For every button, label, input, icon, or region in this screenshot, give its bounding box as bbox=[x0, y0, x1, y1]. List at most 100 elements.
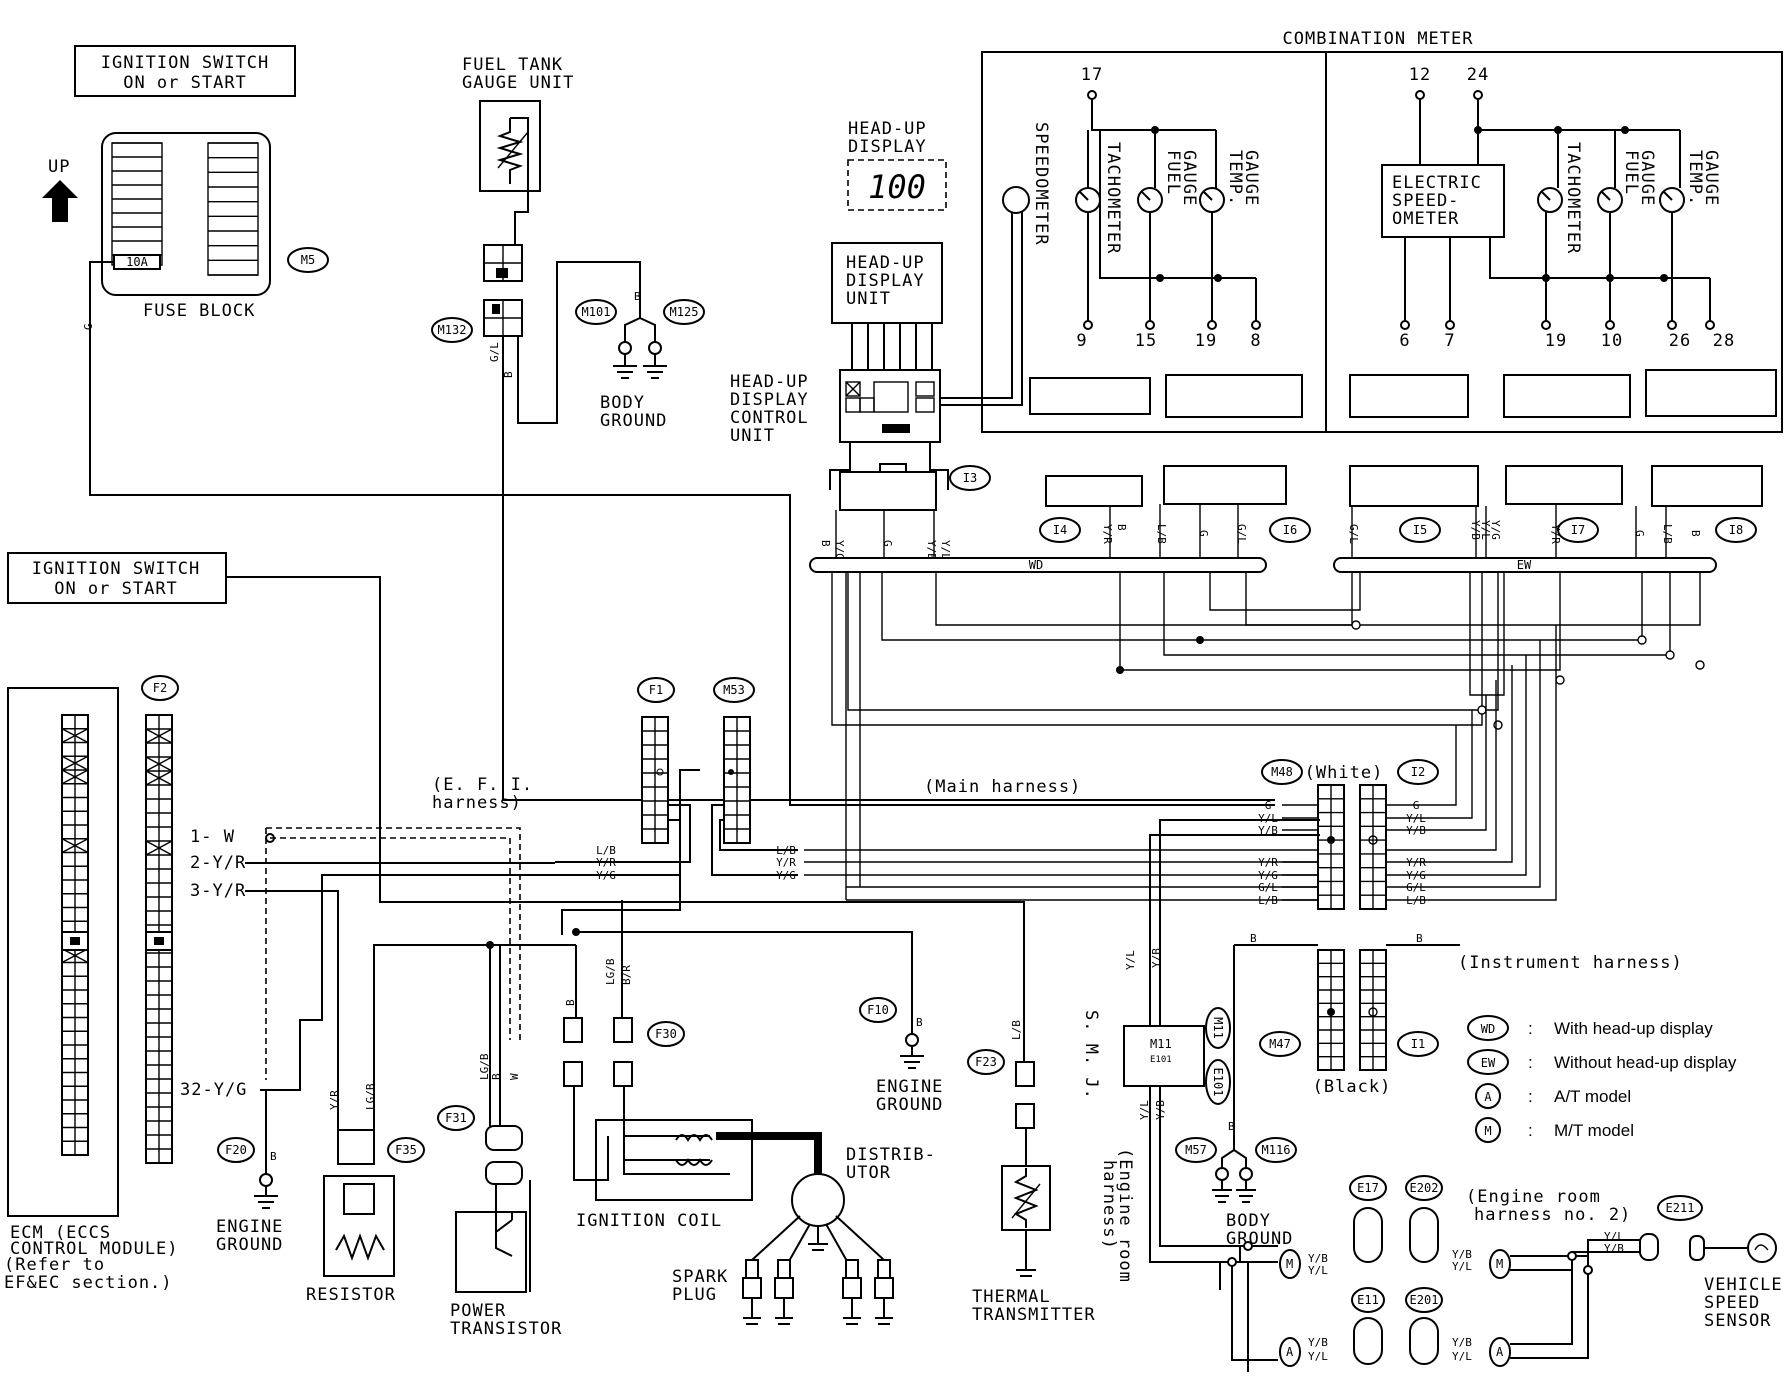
svg-text:I5: I5 bbox=[1413, 523, 1427, 537]
svg-text:B: B bbox=[564, 999, 577, 1006]
svg-text:32-Y/G: 32-Y/G bbox=[180, 1080, 247, 1100]
svg-text:Y/L: Y/L bbox=[1604, 1230, 1624, 1243]
svg-text::: : bbox=[1528, 1087, 1533, 1106]
power-transistor: F31 POWER TRANSISTOR LG/B B W bbox=[437, 1053, 561, 1339]
svg-text:A: A bbox=[1286, 1345, 1294, 1359]
svg-text:E101: E101 bbox=[1211, 1068, 1225, 1097]
svg-text:B/R: B/R bbox=[620, 965, 633, 985]
svg-text:L/B: L/B bbox=[1155, 524, 1168, 544]
svg-text:F1: F1 bbox=[649, 683, 663, 697]
legend-item: EW:Without head-up display bbox=[1467, 1049, 1737, 1075]
svg-text:GROUND: GROUND bbox=[876, 1095, 943, 1115]
svg-text:B: B bbox=[1250, 932, 1257, 945]
svg-text:I7: I7 bbox=[1571, 523, 1585, 537]
svg-text:UNIT: UNIT bbox=[846, 289, 891, 309]
svg-text:B: B bbox=[490, 1073, 503, 1080]
svg-text:FUEL: FUEL bbox=[1163, 150, 1183, 195]
svg-text:LG/B: LG/B bbox=[604, 958, 617, 985]
svg-text:FUSE BLOCK: FUSE BLOCK bbox=[143, 301, 255, 321]
svg-text:F20: F20 bbox=[225, 1143, 247, 1157]
svg-text:M: M bbox=[1484, 1124, 1491, 1138]
svg-text:A: A bbox=[1496, 1345, 1504, 1359]
ew-harness-bar: EW bbox=[1333, 557, 1717, 573]
svg-text:S. M. J.: S. M. J. bbox=[1081, 1010, 1101, 1100]
svg-text:ON or START: ON or START bbox=[123, 73, 247, 93]
svg-text:M116: M116 bbox=[1262, 1143, 1291, 1157]
svg-text:17: 17 bbox=[1081, 65, 1103, 85]
svg-text:HEAD-UP: HEAD-UP bbox=[730, 372, 809, 392]
wire-hud-i3 bbox=[829, 442, 851, 490]
svg-text:10: 10 bbox=[1601, 331, 1623, 351]
svg-text::: : bbox=[1528, 1019, 1533, 1038]
wd-harness-bar: WD bbox=[809, 557, 1267, 573]
svg-text:harness): harness) bbox=[1099, 1160, 1119, 1250]
svg-text:G: G bbox=[1633, 530, 1646, 537]
svg-text:LG/B: LG/B bbox=[364, 1083, 377, 1110]
svg-text:B: B bbox=[916, 1016, 923, 1029]
svg-text:GROUND: GROUND bbox=[216, 1235, 283, 1255]
up-arrow-icon: UP bbox=[42, 157, 78, 222]
connector-I7: I7 bbox=[1505, 465, 1623, 543]
svg-text:F30: F30 bbox=[655, 1027, 677, 1041]
svg-text:M101: M101 bbox=[582, 305, 611, 319]
ecm-pin-wires: 1- W 2-Y/R 3-Y/R 32-Y/G bbox=[180, 827, 555, 1140]
i-connector-links bbox=[835, 504, 1667, 558]
svg-text:LG/B: LG/B bbox=[478, 1053, 491, 1080]
svg-text:E101: E101 bbox=[1150, 1055, 1172, 1065]
legend-item: M:M/T model bbox=[1475, 1117, 1634, 1143]
svg-text:GAUGE: GAUGE bbox=[1637, 150, 1657, 206]
svg-text:9: 9 bbox=[1076, 331, 1087, 351]
ecm: ECM (ECCS CONTROL MODULE) (Refer to EF&E… bbox=[4, 687, 178, 1293]
svg-text:CONTROL: CONTROL bbox=[730, 408, 809, 428]
svg-text:M47: M47 bbox=[1269, 1037, 1291, 1051]
svg-text:E11: E11 bbox=[1357, 1293, 1379, 1307]
svg-text::: : bbox=[1528, 1053, 1533, 1072]
spark-plugs bbox=[742, 1259, 894, 1325]
svg-text:M5: M5 bbox=[301, 253, 315, 267]
vss-area: M A E17 E202 Y/B Y/L Y/B Y/L E11 E201 Y/… bbox=[1220, 1175, 1782, 1372]
svg-text:Y/B: Y/B bbox=[925, 540, 938, 560]
svg-text:SPARK: SPARK bbox=[672, 1267, 728, 1287]
legend-item: WD:With head-up display bbox=[1467, 1015, 1713, 1041]
legend-item: A:A/T model bbox=[1475, 1083, 1631, 1109]
svg-text:10A: 10A bbox=[126, 255, 148, 269]
head-up-display: HEAD-UP DISPLAY 100 HEAD-UP DISPLAY UNIT… bbox=[730, 119, 947, 446]
fuse-block: 10A FUSE BLOCK bbox=[101, 132, 271, 321]
svg-text:12: 12 bbox=[1409, 65, 1431, 85]
svg-text:FUEL TANK: FUEL TANK bbox=[462, 55, 563, 75]
svg-text:harness no. 2): harness no. 2) bbox=[1474, 1205, 1631, 1225]
distributor: DISTRIB- UTOR bbox=[751, 1145, 935, 1271]
svg-text:Y/B: Y/B bbox=[1452, 1336, 1472, 1349]
connector-I8: I8 bbox=[1651, 465, 1763, 543]
svg-text:15: 15 bbox=[1135, 331, 1157, 351]
connector-F2: F2 bbox=[141, 675, 179, 1164]
svg-text:DISPLAY: DISPLAY bbox=[848, 137, 927, 157]
svg-text:M: M bbox=[1496, 1257, 1503, 1271]
svg-text:I6: I6 bbox=[1283, 523, 1297, 537]
connector-I3: I3 bbox=[839, 463, 991, 511]
svg-text:M48: M48 bbox=[1271, 765, 1293, 779]
svg-text:WD: WD bbox=[1481, 1022, 1495, 1036]
svg-text:EW: EW bbox=[1517, 558, 1532, 572]
svg-text:Without head-up display: Without head-up display bbox=[1554, 1053, 1737, 1072]
svg-text:SPEEDOMETER: SPEEDOMETER bbox=[1031, 122, 1051, 246]
ignition-switch-top: IGNITION SWITCH ON or START bbox=[74, 45, 296, 97]
svg-text:B: B bbox=[1228, 1120, 1235, 1133]
engine-ground-left: F20 ENGINE GROUND B bbox=[216, 1137, 283, 1255]
svg-text:EF&EC section.): EF&EC section.) bbox=[4, 1273, 173, 1293]
m53-wire-label: Y/R bbox=[776, 856, 796, 869]
svg-text:28: 28 bbox=[1713, 331, 1735, 351]
svg-text:W: W bbox=[508, 1073, 521, 1080]
svg-text:(Engine room: (Engine room bbox=[1115, 1148, 1135, 1283]
svg-text:B: B bbox=[270, 1150, 277, 1163]
fuel-tank-gauge-unit: FUEL TANK GAUGE UNIT bbox=[462, 55, 573, 337]
svg-text:7: 7 bbox=[1444, 331, 1455, 351]
svg-text:Y/B: Y/B bbox=[1150, 948, 1163, 968]
svg-text:Y/G: Y/G bbox=[833, 540, 846, 560]
wire-g-fuse bbox=[89, 261, 1275, 806]
svg-text:FUEL: FUEL bbox=[1621, 150, 1641, 195]
svg-text:Y/L: Y/L bbox=[939, 540, 952, 560]
svg-text::: : bbox=[1528, 1121, 1533, 1140]
connector-M5: M5 bbox=[287, 247, 329, 273]
